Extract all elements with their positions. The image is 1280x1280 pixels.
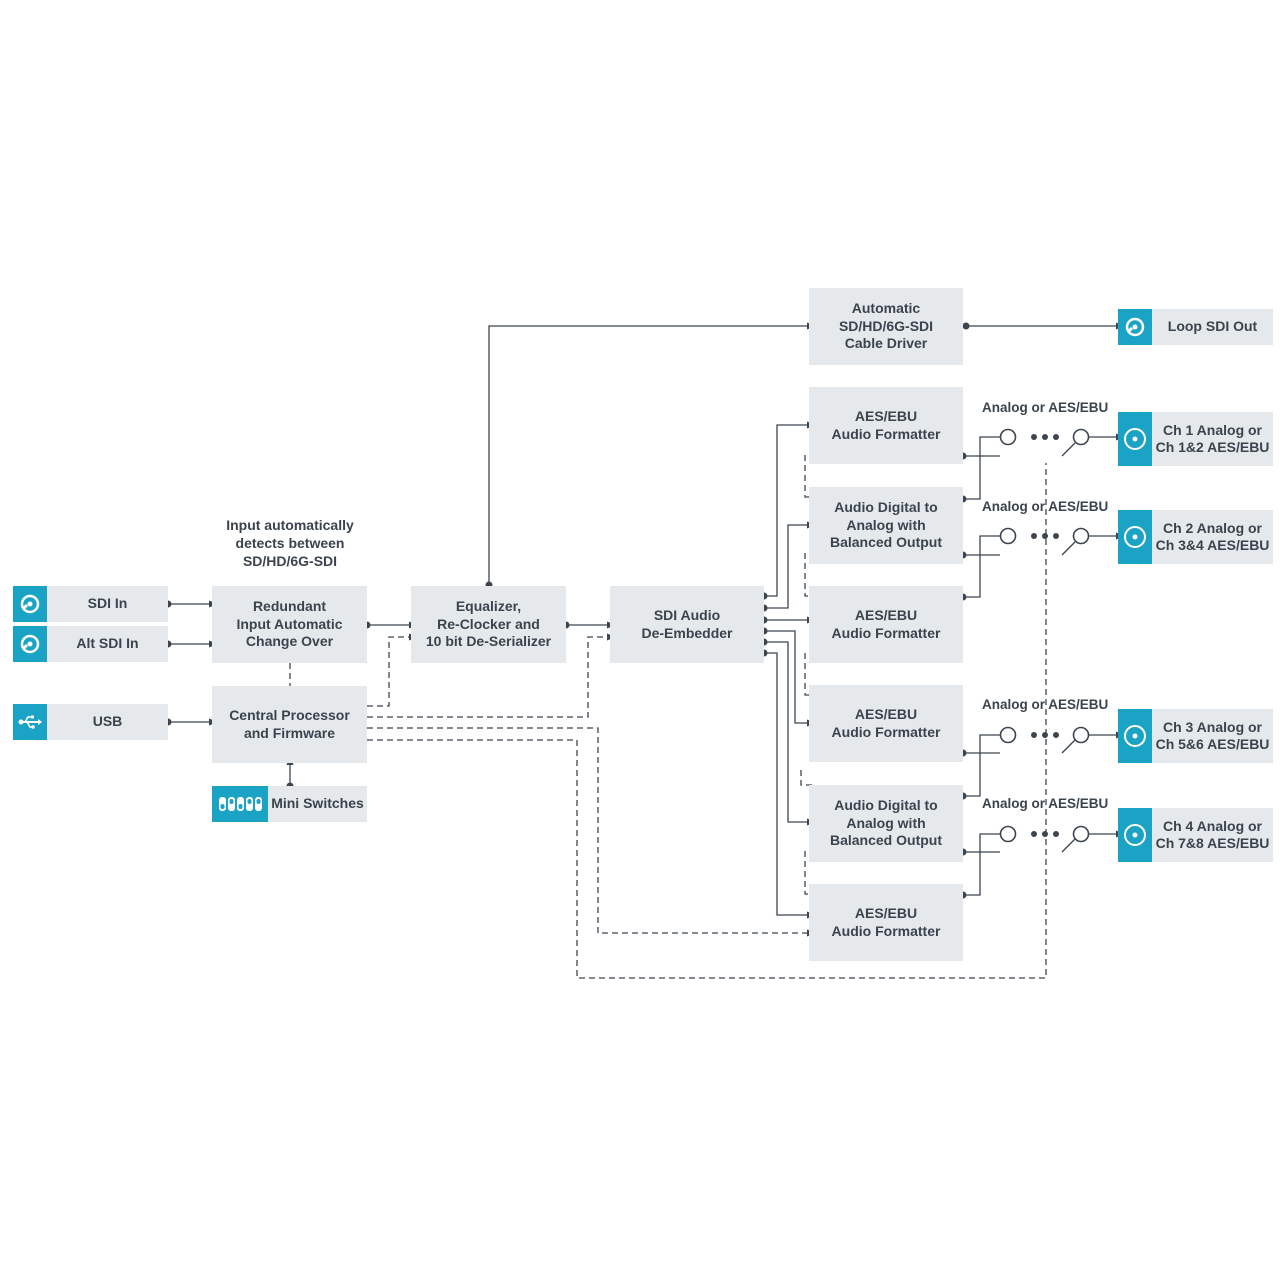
switch-label-2: Analog or AES/EBU <box>982 499 1109 514</box>
ch1-output-label: Ch 1 Analog or Ch 1&2 AES/EBU <box>1155 421 1270 456</box>
aes-formatter-block-2: AES/EBU Audio Formatter <box>809 586 963 663</box>
cable-driver-label: Automatic SD/HD/6G-SDI Cable Driver <box>838 300 934 352</box>
ch4-output-label: Ch 4 Analog or Ch 7&8 AES/EBU <box>1155 817 1270 852</box>
ch4-output-port: Ch 4 Analog or Ch 7&8 AES/EBU <box>1118 808 1273 862</box>
dac-block-2: Audio Digital to Analog with Balanced Ou… <box>809 785 963 862</box>
mini-switches-label: Mini Switches <box>271 795 364 812</box>
dac-label-1: Audio Digital to Analog with Balanced Ou… <box>829 499 942 551</box>
switch-label-4: Analog or AES/EBU <box>982 796 1109 811</box>
aes-formatter-label-2: AES/EBU Audio Formatter <box>831 607 941 641</box>
usb-label: USB <box>92 713 123 730</box>
ch1-output-port: Ch 1 Analog or Ch 1&2 AES/EBU <box>1118 412 1273 466</box>
aes-formatter-block-4: AES/EBU Audio Formatter <box>809 884 963 961</box>
dip-switch-icon <box>212 786 268 822</box>
xlr-connector-icon <box>1118 709 1152 763</box>
alt-sdi-in-label: Alt SDI In <box>76 635 139 652</box>
aes-formatter-block-3: AES/EBU Audio Formatter <box>809 685 963 762</box>
aes-formatter-block-1: AES/EBU Audio Formatter <box>809 387 963 464</box>
xlr-connector-icon <box>1118 510 1152 564</box>
sdi-in-port: SDI In <box>13 586 168 622</box>
xlr-connector-icon <box>1118 412 1152 466</box>
redundant-changeover-block: Redundant Input Automatic Change Over <box>212 586 367 663</box>
aes-formatter-label-3: AES/EBU Audio Formatter <box>831 706 941 740</box>
mini-switches-port: Mini Switches <box>212 786 367 822</box>
aes-formatter-label-4: AES/EBU Audio Formatter <box>831 905 941 939</box>
central-processor-block: Central Processor and Firmware <box>212 686 367 763</box>
alt-sdi-in-port: Alt SDI In <box>13 626 168 662</box>
aes-formatter-label-1: AES/EBU Audio Formatter <box>831 408 941 442</box>
cable-driver-block: Automatic SD/HD/6G-SDI Cable Driver <box>809 288 963 365</box>
bnc-connector-icon <box>1118 309 1152 345</box>
loop-sdi-out-label: Loop SDI Out <box>1167 318 1258 335</box>
ch3-output-label: Ch 3 Analog or Ch 5&6 AES/EBU <box>1155 718 1270 753</box>
loop-sdi-out-port: Loop SDI Out <box>1118 309 1273 345</box>
usb-icon <box>13 704 47 740</box>
switch-label-3: Analog or AES/EBU <box>982 697 1109 712</box>
central-processor-label: Central Processor and Firmware <box>229 707 350 741</box>
equalizer-block: Equalizer, Re-Clocker and 10 bit De-Seri… <box>411 586 566 663</box>
deembedder-label: SDI Audio De-Embedder <box>641 607 733 641</box>
bnc-connector-icon <box>13 586 47 622</box>
equalizer-label: Equalizer, Re-Clocker and 10 bit De-Seri… <box>425 598 552 650</box>
ch3-output-port: Ch 3 Analog or Ch 5&6 AES/EBU <box>1118 709 1273 763</box>
dac-block-1: Audio Digital to Analog with Balanced Ou… <box>809 487 963 564</box>
xlr-connector-icon <box>1118 808 1152 862</box>
usb-port: USB <box>13 704 168 740</box>
switch-label-1: Analog or AES/EBU <box>982 400 1109 415</box>
input-detect-note: Input automatically detects between SD/H… <box>226 517 354 569</box>
sdi-in-label: SDI In <box>87 595 128 612</box>
redundant-changeover-label: Redundant Input Automatic Change Over <box>236 598 343 650</box>
ch2-output-label: Ch 2 Analog or Ch 3&4 AES/EBU <box>1155 519 1270 554</box>
bnc-connector-icon <box>13 626 47 662</box>
dac-label-2: Audio Digital to Analog with Balanced Ou… <box>829 797 942 849</box>
deembedder-block: SDI Audio De-Embedder <box>610 586 764 663</box>
ch2-output-port: Ch 2 Analog or Ch 3&4 AES/EBU <box>1118 510 1273 564</box>
